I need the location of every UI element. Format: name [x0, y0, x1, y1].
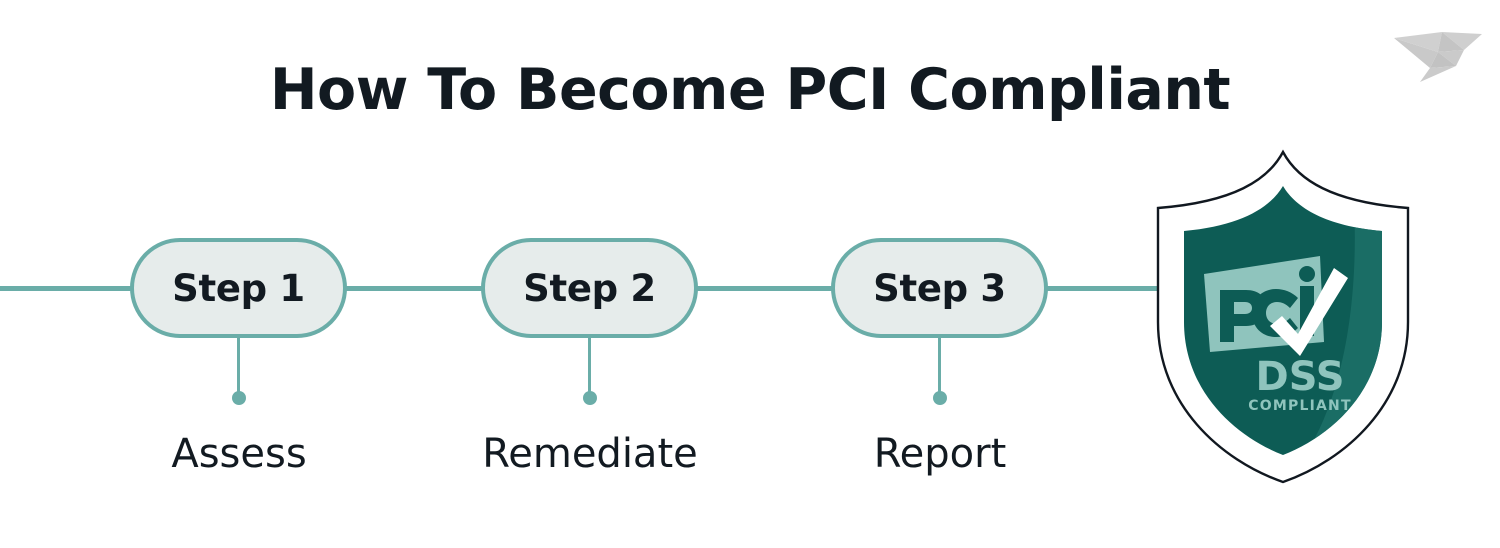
step-3-dot — [933, 391, 947, 405]
step-pill-1-label: Step 1 — [172, 266, 305, 310]
step-pill-2[interactable]: Step 2 — [481, 238, 698, 338]
rail-segment-start — [0, 286, 134, 291]
pci-dss-compliant-shield-icon: DSS COMPLIANT — [1148, 146, 1418, 488]
page-title: How To Become PCI Compliant — [269, 57, 1231, 123]
step-3-stem — [938, 338, 941, 396]
shield-logo-secondary: DSS — [1255, 354, 1344, 400]
step-pill-3-label: Step 3 — [873, 266, 1006, 310]
rail-segment-3-shield — [1044, 286, 1159, 291]
rail-segment-1-2 — [343, 286, 485, 291]
step-pill-2-label: Step 2 — [523, 266, 656, 310]
step-2-stem — [588, 338, 591, 396]
step-2-outcome-label: Remediate — [482, 431, 698, 477]
origami-bird-icon — [1390, 22, 1486, 84]
step-1-stem — [237, 338, 240, 396]
step-pill-1[interactable]: Step 1 — [130, 238, 347, 338]
rail-segment-2-3 — [694, 286, 835, 291]
step-pill-3[interactable]: Step 3 — [831, 238, 1048, 338]
step-3-outcome-label: Report — [873, 431, 1007, 477]
shield-logo-tertiary: COMPLIANT — [1248, 398, 1351, 414]
step-1-outcome-label: Assess — [171, 431, 307, 477]
step-1-dot — [232, 391, 246, 405]
step-2-dot — [583, 391, 597, 405]
